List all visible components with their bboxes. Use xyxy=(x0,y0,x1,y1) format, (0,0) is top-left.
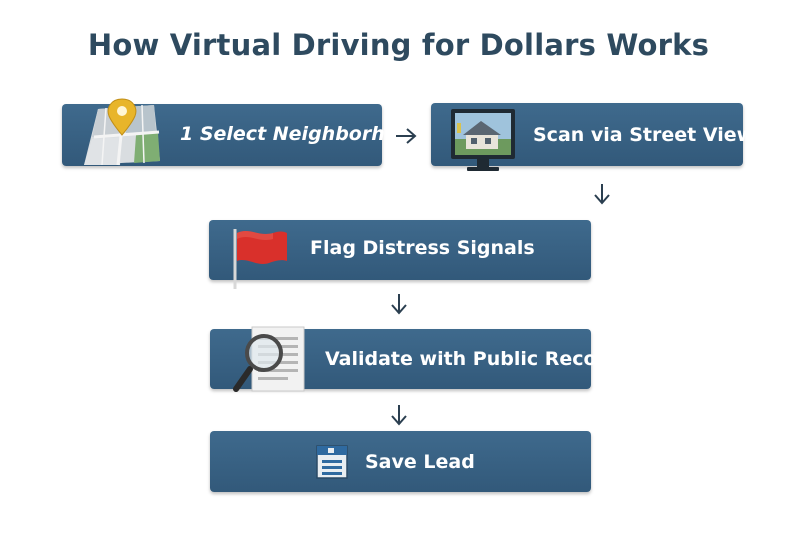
step-flag-distress-signals: Flag Distress Signals xyxy=(209,220,591,289)
step-label: Scan via Street View xyxy=(533,124,755,146)
step-select-neighborhood: 1 Select Neighborhood xyxy=(62,98,424,166)
step-scan-street-view: Scan via Street View xyxy=(431,103,754,171)
step-label: 1 Select Neighborhood xyxy=(180,123,425,145)
map-pin-icon xyxy=(76,95,168,172)
magnifier-document-icon xyxy=(232,323,312,404)
down-arrow-icon xyxy=(389,403,409,427)
step-validate-public-records: Validate with Public Records xyxy=(210,326,631,392)
step-label: Flag Distress Signals xyxy=(310,237,535,259)
step-save-lead: Save Lead xyxy=(210,431,591,492)
down-arrow-icon xyxy=(592,182,612,206)
step-label: Validate with Public Records xyxy=(325,348,631,370)
red-flag-icon xyxy=(229,225,293,296)
step-label: Save Lead xyxy=(365,451,475,473)
save-disk-icon xyxy=(316,445,348,484)
right-arrow-icon xyxy=(394,126,418,146)
diagram-title: How Virtual Driving for Dollars Works xyxy=(87,28,710,62)
down-arrow-icon xyxy=(389,292,409,316)
street-view-monitor-icon xyxy=(449,109,517,178)
